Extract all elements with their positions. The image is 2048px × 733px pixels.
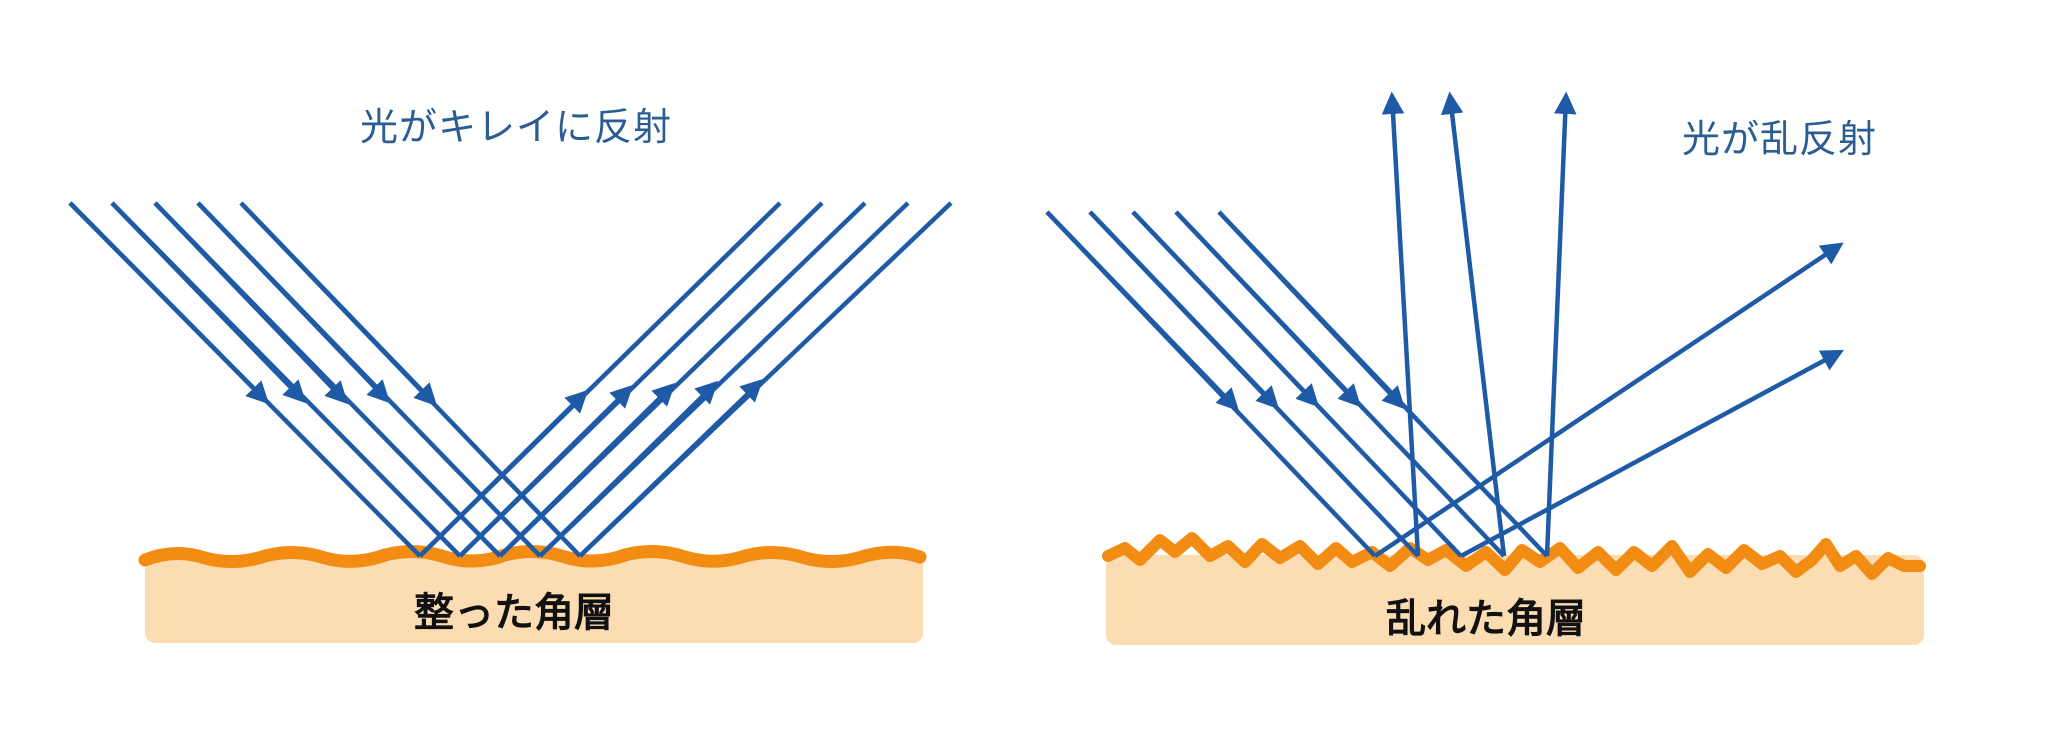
- smooth-reflection-caption: 光がキレイに反射: [360, 105, 673, 149]
- rough-skin-layer: [1102, 532, 1926, 645]
- diffuse-reflection-caption: 光が乱反射: [1682, 117, 1878, 161]
- reflected-rays: [418, 201, 953, 558]
- left-panel: [68, 201, 953, 643]
- rough-skin-edge: [1102, 532, 1926, 580]
- incident-rays: [68, 201, 582, 558]
- scattered-rays: [1373, 91, 1844, 558]
- smooth-layer-label: 整った角層: [414, 590, 614, 636]
- right-panel: [1045, 91, 1926, 645]
- incident-rays-rough: [1045, 210, 1549, 558]
- rough-layer-label: 乱れた角層: [1386, 596, 1586, 642]
